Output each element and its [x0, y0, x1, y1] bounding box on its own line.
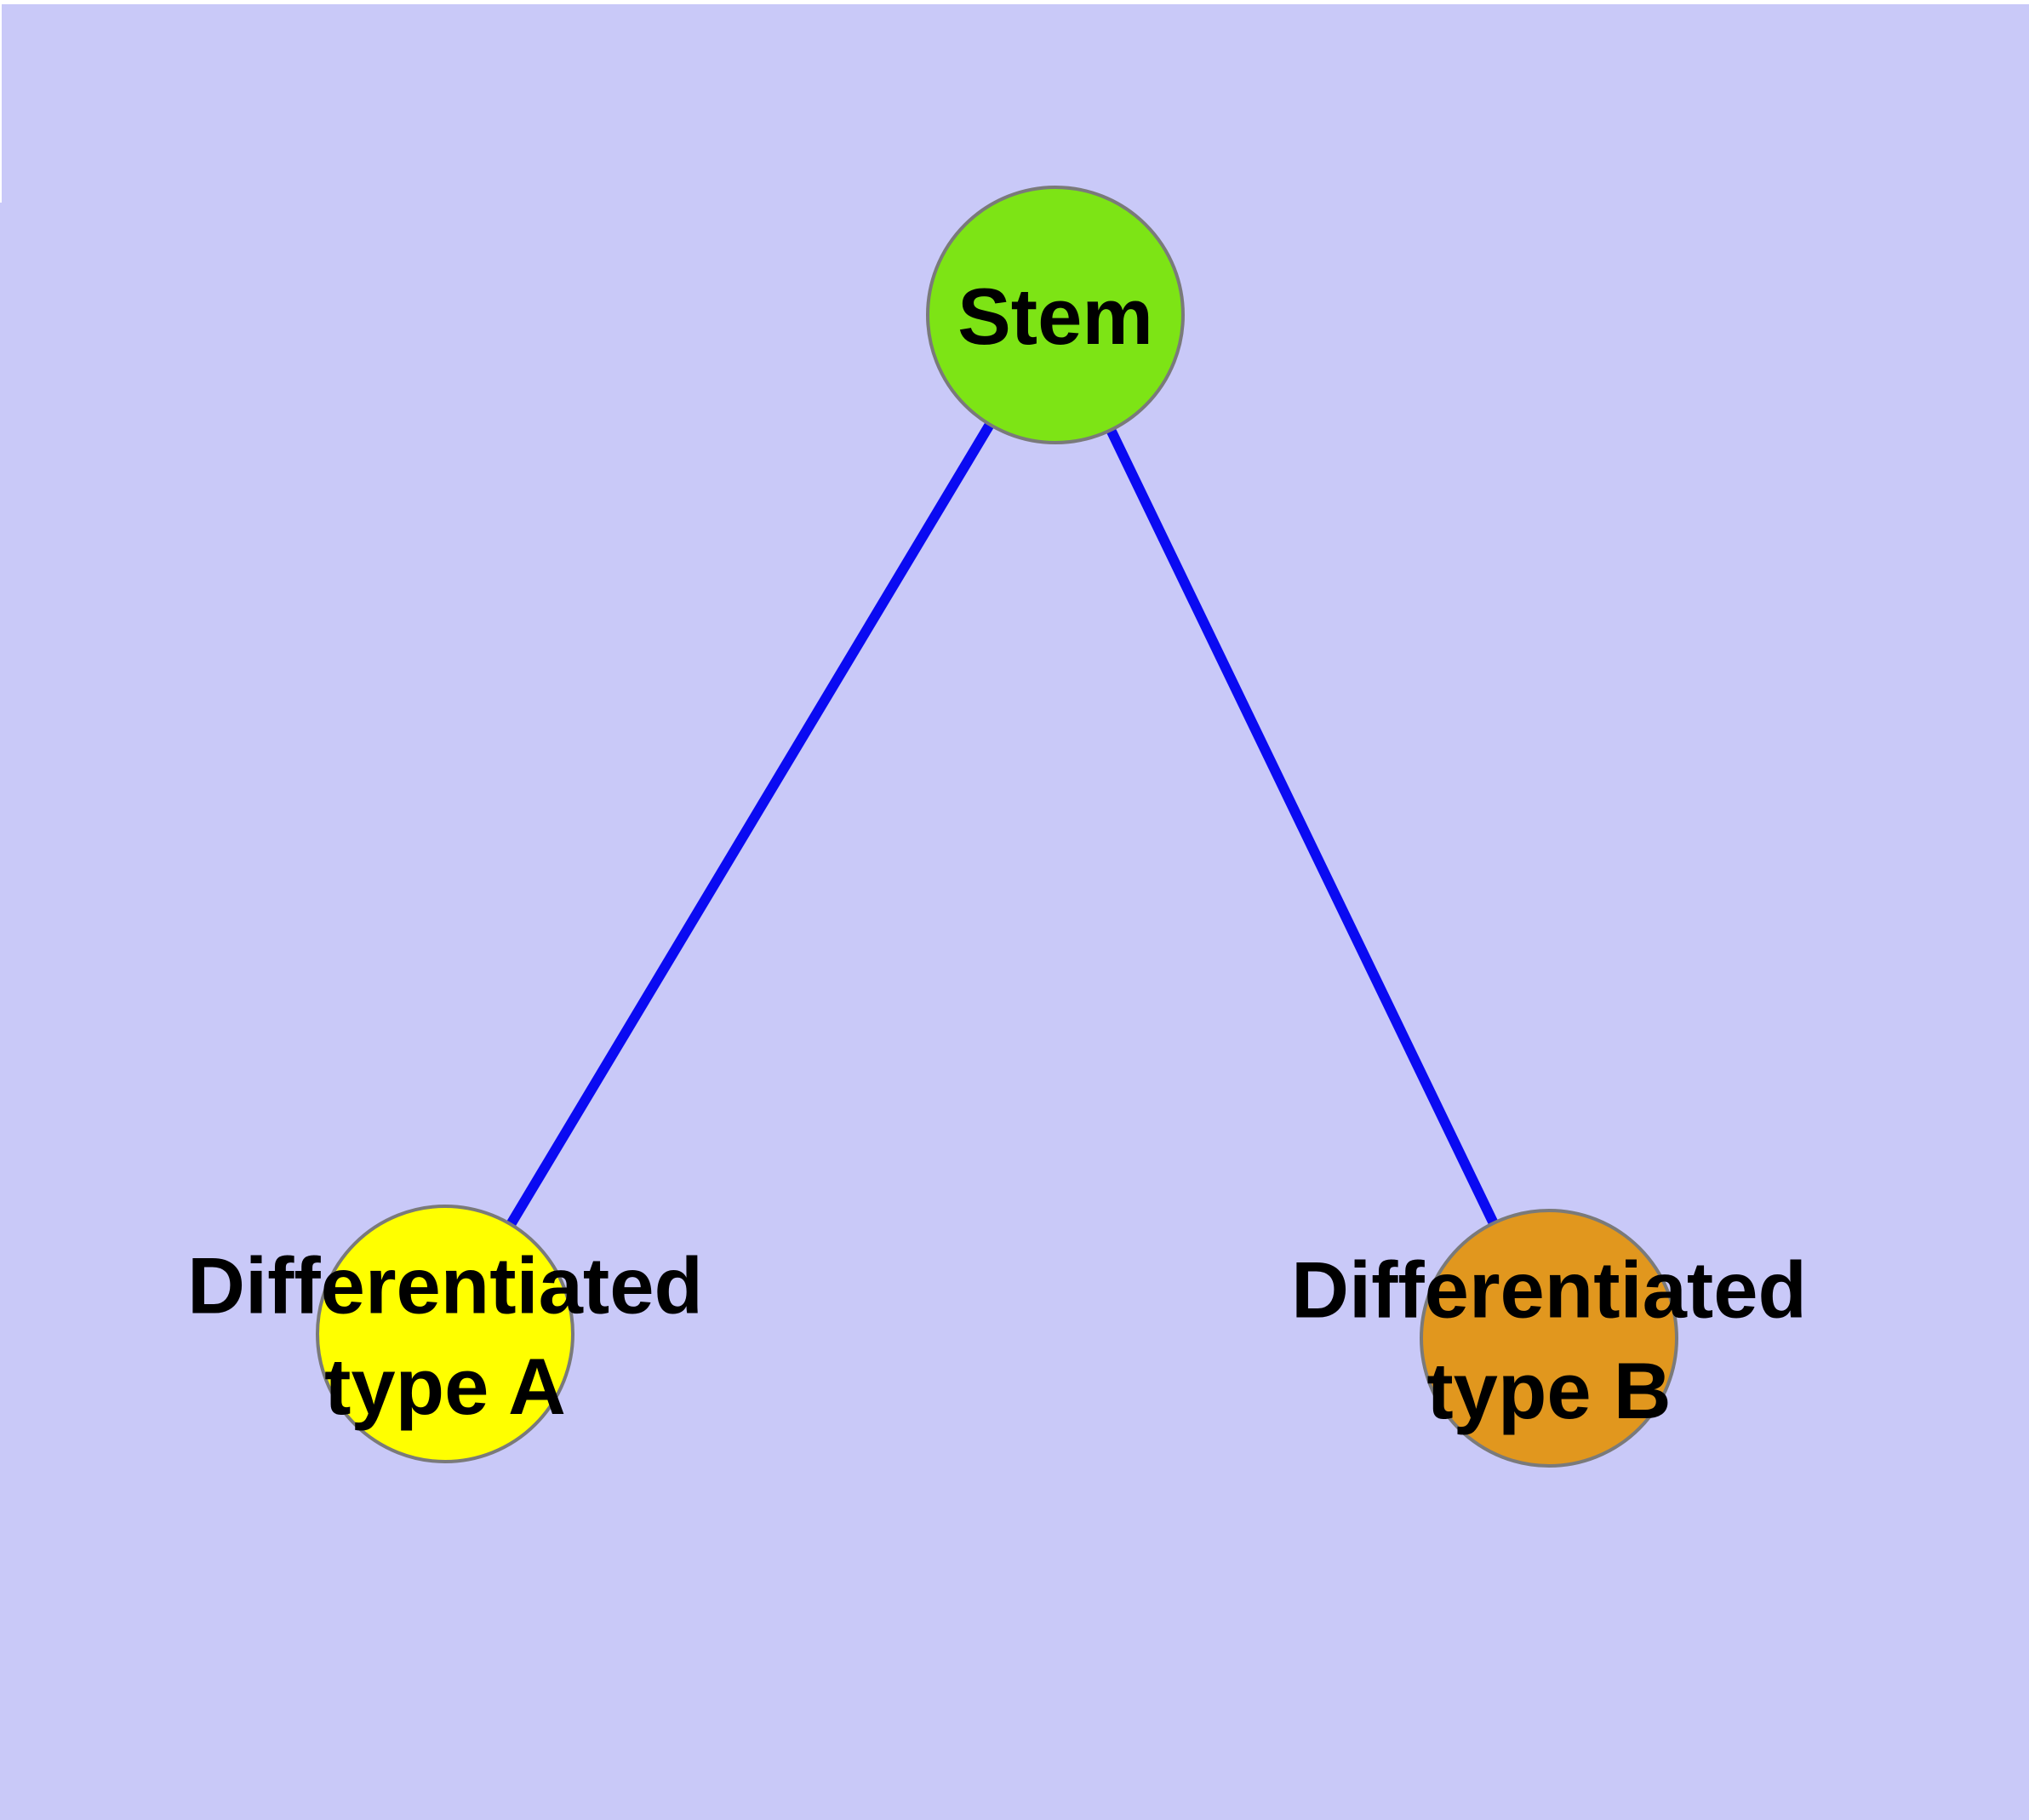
node-label-line: Differentiated	[1291, 1245, 1807, 1335]
node-stem	[926, 186, 1185, 444]
top-margin	[0, 0, 2029, 4]
node-label-stem: Stem	[957, 272, 1153, 361]
node-type-a	[316, 1205, 574, 1463]
node-label-line: type B	[1426, 1346, 1671, 1435]
node-label-type-b: Differentiated type B	[1291, 1245, 1807, 1435]
node-type-b	[1420, 1209, 1678, 1468]
node-label-line: Differentiated	[187, 1241, 703, 1331]
edge-stem-type-b	[1050, 312, 1554, 1341]
node-label-type-a: Differentiated type A	[187, 1241, 703, 1431]
left-margin	[0, 0, 2, 203]
edge-stem-type-a	[440, 312, 1060, 1337]
node-label-line: Stem	[957, 272, 1153, 361]
node-label-line: type A	[324, 1342, 566, 1431]
